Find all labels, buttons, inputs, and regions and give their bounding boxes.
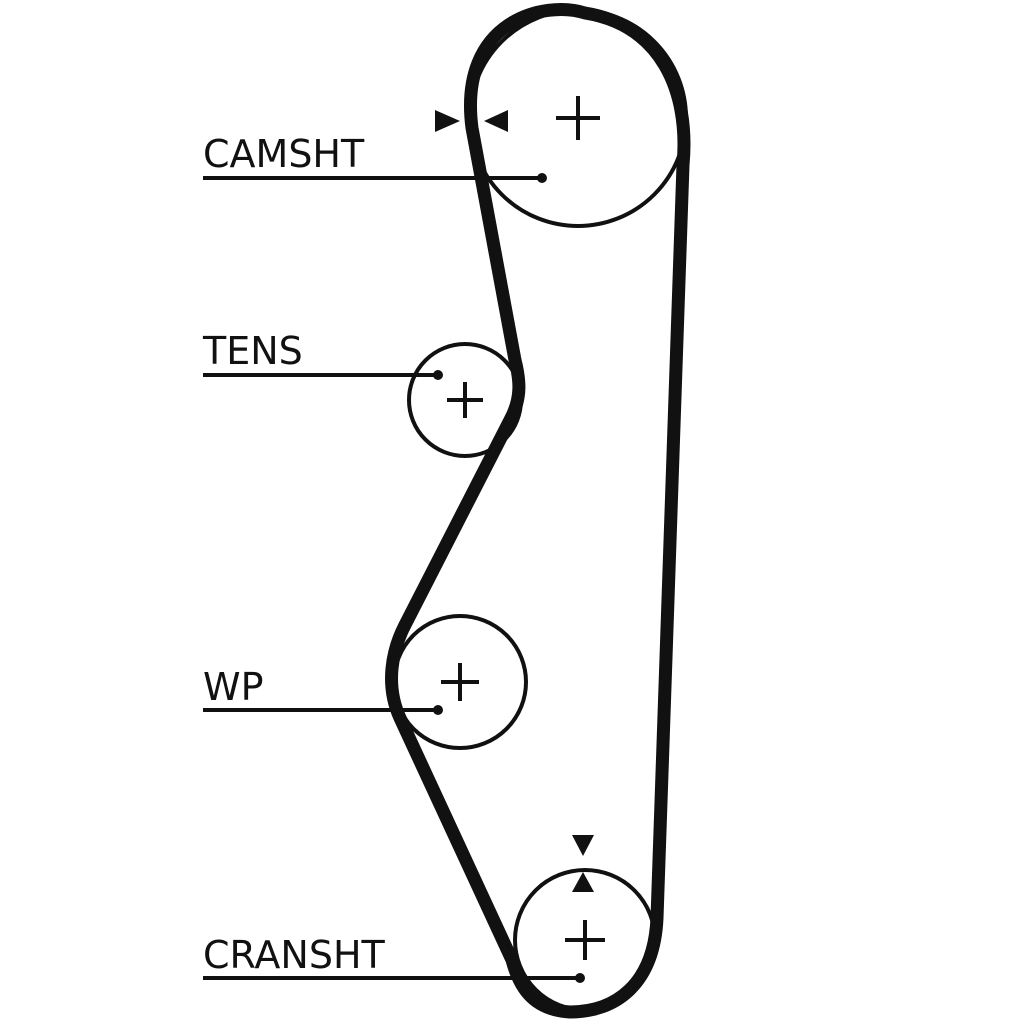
crankshaft-mark-bottom-arrow (572, 872, 594, 892)
crankshaft-label: CRANSHT (203, 933, 386, 977)
crankshaft-leader (203, 973, 585, 983)
camshaft-mark-right-arrow (484, 110, 508, 132)
camshaft-mark-left-arrow (435, 110, 460, 132)
timing-belt (385, 3, 691, 1019)
crankshaft-mark-top-arrow (572, 835, 594, 856)
camshaft-label: CAMSHT (203, 132, 365, 176)
water-pump-pulley (392, 614, 528, 750)
tensioner-label: TENS (202, 329, 303, 373)
camshaft-leader (203, 173, 547, 183)
tensioner-leader (203, 370, 443, 380)
water-pump-label: WP (203, 665, 264, 709)
water-pump-leader (203, 705, 443, 715)
